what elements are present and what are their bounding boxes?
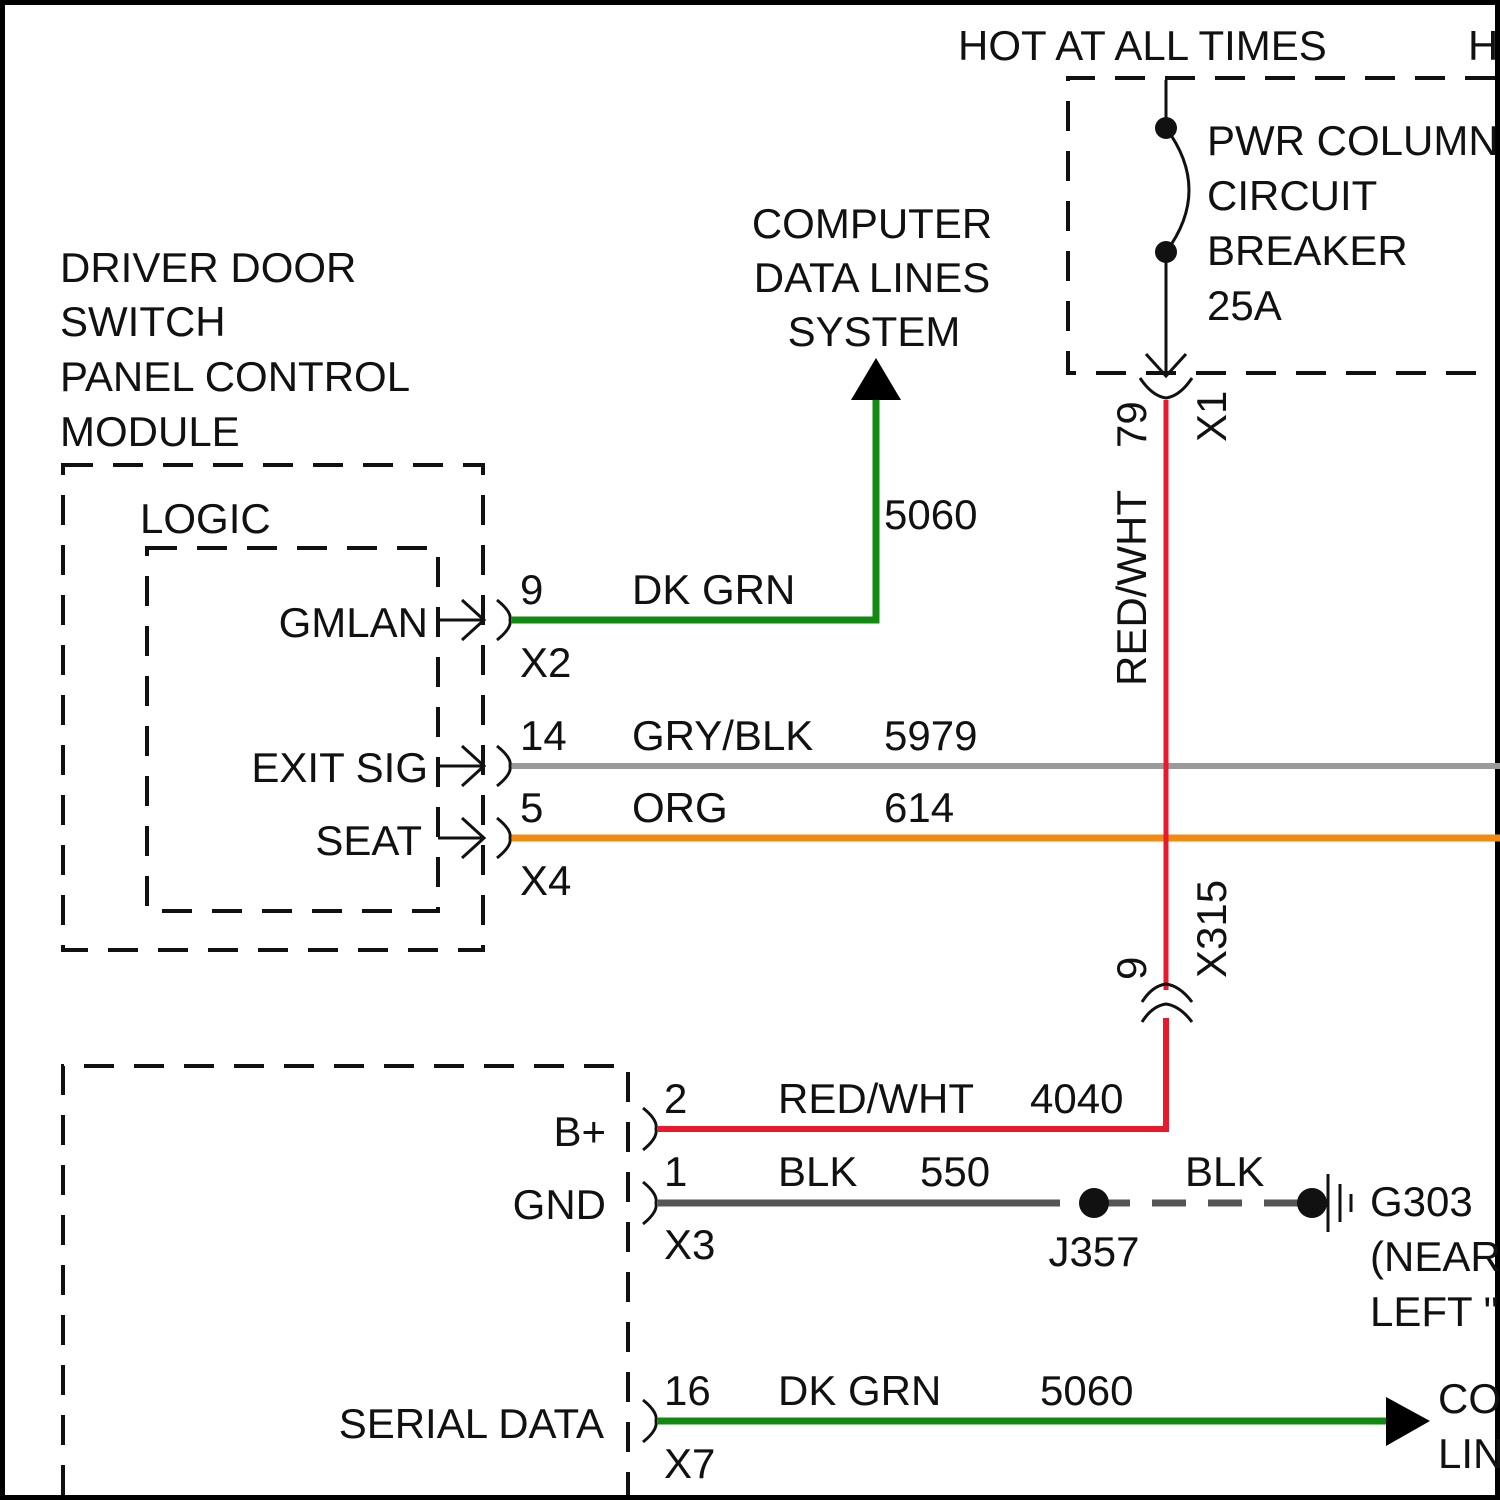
gnd-wire-color: BLK: [778, 1148, 857, 1195]
module-label-1: DRIVER DOOR: [60, 244, 356, 291]
logic-label: LOGIC: [140, 495, 271, 542]
gnd-circuit: 550: [920, 1148, 990, 1195]
gmlan-label: GMLAN: [279, 599, 428, 646]
module-label-4: MODULE: [60, 408, 240, 455]
module-label-2: SWITCH: [60, 298, 226, 345]
ground-g303-label: G303: [1370, 1178, 1473, 1225]
exit-sig-label: EXIT SIG: [251, 744, 428, 791]
ground-g303-near: (NEAR: [1370, 1233, 1500, 1280]
serial-data-label: SERIAL DATA: [339, 1400, 604, 1447]
b-plus-wire-color: RED/WHT: [778, 1075, 974, 1122]
gnd-pin: 1: [664, 1148, 687, 1195]
cdl-cut-label-2: LIN: [1438, 1430, 1500, 1477]
serial-circuit: 5060: [1040, 1367, 1133, 1414]
breaker-label-2: CIRCUIT: [1207, 172, 1377, 219]
arrow-up-icon: [851, 358, 901, 400]
ground-icon: [1328, 1174, 1351, 1232]
splice-j357: [1079, 1188, 1109, 1218]
gmlan-pin: 9: [520, 566, 543, 613]
gmlan-terminal: [438, 600, 510, 640]
exit-sig-terminal: [438, 746, 510, 786]
gnd-label: GND: [513, 1181, 606, 1228]
seat-label: SEAT: [315, 817, 422, 864]
connector-x7-label: X7: [664, 1440, 715, 1487]
connector-x2-label: X2: [520, 639, 571, 686]
connector-x4-label: X4: [520, 857, 571, 904]
exit-sig-wire-color: GRY/BLK: [632, 712, 813, 759]
connector-x3-label: X3: [664, 1221, 715, 1268]
serial-pin: 16: [664, 1367, 711, 1414]
b-plus-terminal: [643, 1108, 656, 1150]
gnd-terminal: [643, 1182, 656, 1224]
exit-sig-circuit: 5979: [884, 712, 977, 759]
module-label-3: PANEL CONTROL: [60, 353, 410, 400]
module-box: [63, 465, 483, 950]
connector-x1-label: X1: [1188, 391, 1235, 442]
breaker-label-1: PWR COLUMN: [1207, 117, 1499, 164]
cdl-label-3: SYSTEM: [788, 308, 961, 355]
circuit-breaker: [1146, 80, 1189, 376]
serial-wire-color: DK GRN: [778, 1367, 941, 1414]
splice-j357-label: J357: [1048, 1228, 1139, 1275]
seat-circuit: 614: [884, 784, 954, 831]
hot-at-all-times-label: HOT AT ALL TIMES: [958, 22, 1327, 69]
gmlan-circuit: 5060: [884, 491, 977, 538]
cdl-label-1: COMPUTER: [752, 200, 992, 247]
seat-pin: 5: [520, 784, 543, 831]
connector-x1-symbol: [1140, 378, 1192, 398]
riser-pin-bottom: 9: [1108, 957, 1155, 980]
seat-terminal: [438, 818, 510, 858]
seat-wire-color: ORG: [632, 784, 728, 831]
serial-terminal: [643, 1400, 656, 1442]
ground-g303-left: LEFT ": [1370, 1288, 1499, 1335]
ground-dot: [1297, 1188, 1327, 1218]
gnd-tail-color: BLK: [1185, 1148, 1264, 1195]
b-plus-circuit: 4040: [1030, 1075, 1123, 1122]
b-plus-pin: 2: [664, 1075, 687, 1122]
connector-x315-label: X315: [1188, 880, 1235, 978]
riser-pin-top: 79: [1108, 401, 1155, 448]
breaker-rating: 25A: [1207, 282, 1282, 329]
cdl-label-2: DATA LINES: [754, 254, 991, 301]
b-plus-label: B+: [553, 1108, 606, 1155]
hot-cut-label: H: [1468, 22, 1498, 69]
exit-sig-pin: 14: [520, 712, 567, 759]
gmlan-wire-color: DK GRN: [632, 566, 795, 613]
cdl-cut-label-1: CO: [1438, 1375, 1500, 1422]
breaker-label-3: BREAKER: [1207, 227, 1408, 274]
riser-wire-color: RED/WHT: [1108, 490, 1155, 686]
arrow-right-icon: [1386, 1397, 1430, 1446]
